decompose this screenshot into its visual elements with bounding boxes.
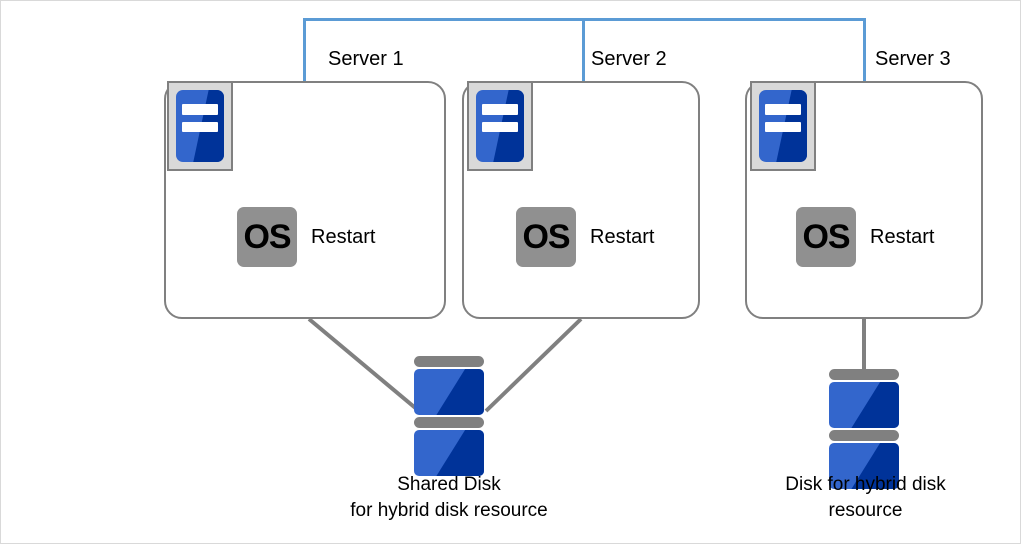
- server-label-3: Server 3: [875, 48, 951, 70]
- disk-platter-mid: [829, 430, 899, 441]
- disk-slab-shade: [436, 369, 484, 415]
- bracket-drop-server1: [303, 18, 306, 82]
- hybrid-disk-caption: Disk for hybrid disk resource: [734, 472, 997, 523]
- server-chip: [476, 90, 524, 162]
- disk-platter-top: [414, 356, 484, 367]
- server-chip: [176, 90, 224, 162]
- disk-platter-top: [829, 369, 899, 380]
- restart-label-2: Restart: [590, 226, 655, 248]
- disk-platter-mid: [414, 417, 484, 428]
- os-badge-3: OS: [796, 207, 856, 267]
- shared-disk-caption-line1: Shared Disk: [397, 474, 501, 495]
- bracket-drop-server3: [863, 18, 866, 82]
- disk-stack-icon-shared: [414, 356, 484, 478]
- server-label-2: Server 2: [591, 48, 667, 70]
- bracket-drop-server2: [582, 18, 585, 82]
- disk-slab-bottom: [414, 430, 484, 476]
- chip-bar-bottom: [765, 121, 801, 133]
- os-badge-2: OS: [516, 207, 576, 267]
- chip-bar-bottom: [482, 121, 518, 133]
- os-badge-1: OS: [237, 207, 297, 267]
- hybrid-disk-caption-line2: resource: [828, 499, 903, 521]
- restart-label-3: Restart: [870, 226, 935, 248]
- chip-bar-bottom: [182, 121, 218, 133]
- disk-slab-shade: [851, 382, 899, 428]
- connector-server1-to-shared-disk: [301, 311, 501, 421]
- disk-slab-top: [829, 382, 899, 428]
- connector-server2-to-shared-disk: [461, 311, 591, 421]
- chip-bar-top: [765, 104, 801, 116]
- shared-disk-caption: Shared Disk for hybrid disk resource: [304, 472, 594, 523]
- server-unit-icon: [750, 81, 816, 171]
- server-unit-icon: [467, 81, 533, 171]
- server-label-1: Server 1: [328, 48, 404, 70]
- server-unit-icon: [167, 81, 233, 171]
- chip-bar-top: [482, 104, 518, 116]
- hybrid-disk-caption-line1: Disk for hybrid disk: [785, 474, 946, 495]
- disk-slab-shade: [436, 430, 484, 476]
- server-box-1: [164, 81, 446, 319]
- chip-bar-top: [182, 104, 218, 116]
- disk-slab-bottom: [829, 443, 899, 489]
- restart-label-1: Restart: [311, 226, 376, 248]
- connector-server3-to-disk: [862, 317, 866, 369]
- disk-stack-icon-hybrid: [829, 369, 899, 491]
- server-chip: [759, 90, 807, 162]
- disk-slab-top: [414, 369, 484, 415]
- shared-disk-caption-line2: for hybrid disk resource: [350, 499, 548, 521]
